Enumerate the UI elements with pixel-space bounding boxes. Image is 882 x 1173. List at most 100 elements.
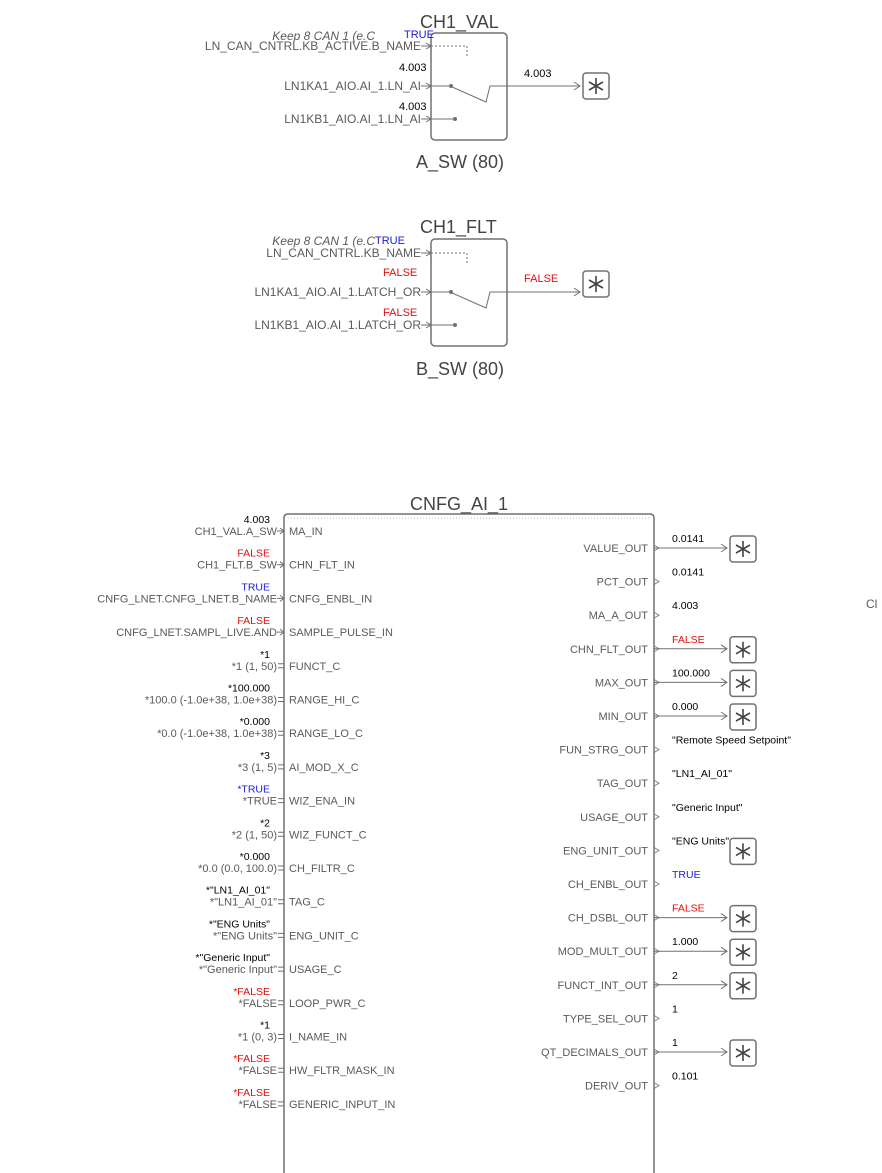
probe-icon[interactable] xyxy=(729,703,757,731)
input-pin-row[interactable]: CH_FILTR_C*0.000*0.0 (0.0, 100.0) xyxy=(198,851,355,875)
const-marker xyxy=(278,663,284,669)
output-port-marker xyxy=(653,746,660,754)
input-source: *"Generic Input" xyxy=(199,964,277,976)
output-pin-row[interactable]: USAGE_OUT"Generic Input" xyxy=(580,802,743,824)
input-pin-row[interactable]: RANGE_LO_C*0.000*0.0 (-1.0e+38, 1.0e+38) xyxy=(157,716,363,740)
output-value: 1.000 xyxy=(672,936,698,948)
output-value: 2 xyxy=(672,970,678,982)
probe-icon[interactable] xyxy=(729,669,757,698)
input-pin-row[interactable]: I_NAME_IN*1*1 (0, 3) xyxy=(238,1020,347,1044)
output-value: FALSE xyxy=(672,634,705,646)
const-marker xyxy=(278,966,284,972)
input-arrow xyxy=(421,288,432,296)
output-pin-row[interactable]: CHN_FLT_OUT FALSE xyxy=(570,634,757,664)
input-pin-label: GENERIC_INPUT_IN xyxy=(289,1099,395,1111)
input-value: TRUE xyxy=(404,29,434,41)
input-source: *"ENG Units" xyxy=(213,930,277,942)
input-label: LN_CAN_CNTRL.KB_ACTIVE.B_NAME xyxy=(205,39,421,53)
const-marker xyxy=(278,764,284,770)
input-value: *"LN1_AI_01" xyxy=(206,885,270,897)
input-pin-row[interactable]: CNFG_ENBL_INTRUECNFG_LNET.CNFG_LNET.B_NA… xyxy=(97,581,372,605)
input-pin-label: FUNCT_C xyxy=(289,661,340,673)
input-pin-row[interactable]: TAG_C*"LN1_AI_01"*"LN1_AI_01" xyxy=(206,885,325,909)
input-source: CH1_VAL.A_SW xyxy=(195,526,278,538)
output-pin-row[interactable]: ENG_UNIT_OUT"ENG Units" xyxy=(563,835,757,866)
input-pin-row[interactable]: ENG_UNIT_C*"ENG Units"*"ENG Units" xyxy=(209,918,359,942)
output-wire xyxy=(654,711,728,721)
probe-icon[interactable] xyxy=(729,636,757,664)
input-arrow xyxy=(421,115,432,123)
ch1-flt-switch-block[interactable]: CH1_FLT B_SW (80) LN_CAN_CNTRL.KB_NAME K… xyxy=(254,217,610,380)
input-source: CH1_FLT.B_SW xyxy=(197,560,277,572)
input-source: *0.0 (-1.0e+38, 1.0e+38) xyxy=(157,728,277,740)
output-pin-row[interactable]: PCT_OUT 0.0141 xyxy=(597,567,705,589)
output-pin-row[interactable]: FUNCT_INT_OUT 2 xyxy=(558,970,757,1000)
block-title: CNFG_AI_1 xyxy=(410,494,508,515)
output-pin-label: CH_ENBL_OUT xyxy=(568,879,648,891)
probe-icon[interactable] xyxy=(729,972,757,1000)
output-value: 1 xyxy=(672,1037,678,1049)
output-value: FALSE xyxy=(672,903,705,915)
input-value: *2 xyxy=(260,817,270,829)
input-pin-label: USAGE_C xyxy=(289,964,342,976)
output-pin-label: CHN_FLT_OUT xyxy=(570,644,648,656)
input-pin-row[interactable]: RANGE_HI_C*100.000*100.0 (-1.0e+38, 1.0e… xyxy=(145,683,359,707)
input-value: *1 xyxy=(260,1020,270,1032)
right-edge-label: Cl xyxy=(866,597,877,611)
input-source: *FALSE xyxy=(238,998,277,1010)
input-pin-row[interactable]: WIZ_FUNCT_C*2*2 (1, 50) xyxy=(232,817,367,841)
probe-icon[interactable] xyxy=(582,72,610,100)
input-value: *3 xyxy=(260,750,270,762)
output-pin-label: FUNCT_INT_OUT xyxy=(558,980,649,992)
probe-icon[interactable] xyxy=(729,938,757,966)
input-pin-row[interactable]: WIZ_ENA_IN*TRUE*TRUE xyxy=(237,784,355,808)
probe-icon[interactable] xyxy=(729,904,757,933)
const-marker xyxy=(278,865,284,871)
input-pin-row[interactable]: HW_FLTR_MASK_IN*FALSE*FALSE xyxy=(233,1053,394,1077)
output-value: 0.0141 xyxy=(672,533,704,545)
probe-icon[interactable] xyxy=(582,270,610,298)
input-value: *FALSE xyxy=(233,986,270,998)
input-pin-row[interactable]: USAGE_C*"Generic Input"*"Generic Input" xyxy=(195,952,341,976)
output-pin-row[interactable]: TAG_OUT"LN1_AI_01" xyxy=(597,768,732,790)
block-body[interactable] xyxy=(283,513,655,1173)
output-pin-row[interactable]: MOD_MULT_OUT 1.000 xyxy=(558,936,757,966)
output-wire xyxy=(507,81,581,91)
input-value: FALSE xyxy=(383,267,417,279)
ch1-val-switch-block[interactable]: CH1_VAL A_SW (80) LN_CAN_CNTRL.KB_ACTIVE… xyxy=(205,12,610,173)
const-marker xyxy=(278,1034,284,1039)
input-pin-row[interactable]: GENERIC_INPUT_IN*FALSE*FALSE xyxy=(233,1087,395,1111)
probe-icon[interactable] xyxy=(729,837,757,866)
block-title: CH1_VAL xyxy=(420,12,499,33)
probe-icon[interactable] xyxy=(729,535,757,563)
output-pin-label: MOD_MULT_OUT xyxy=(558,946,649,958)
output-pin-row[interactable]: FUN_STRG_OUT"Remote Speed Setpoint" xyxy=(559,735,791,757)
input-source: *FALSE xyxy=(238,1065,277,1077)
input-source: CNFG_LNET.CNFG_LNET.B_NAME xyxy=(97,593,277,605)
input-pin-row[interactable]: AI_MOD_X_C*3*3 (1, 5) xyxy=(238,750,359,774)
output-pin-label: PCT_OUT xyxy=(597,577,649,589)
output-value: 0.0141 xyxy=(672,567,704,579)
output-value: 1 xyxy=(672,1003,678,1015)
output-pin-label: MAX_OUT xyxy=(595,677,648,689)
input-pin-row[interactable]: SAMPLE_PULSE_INFALSECNFG_LNET.SAMPL_LIVE… xyxy=(116,615,393,639)
output-wire xyxy=(654,543,728,553)
input-pin-label: I_NAME_IN xyxy=(289,1032,347,1044)
output-value: FALSE xyxy=(524,273,558,285)
input-pin-row[interactable]: FUNCT_C*1*1 (1, 50) xyxy=(232,649,341,673)
probe-icon[interactable] xyxy=(729,1039,757,1067)
input-pin-row[interactable]: LOOP_PWR_C*FALSE*FALSE xyxy=(233,986,365,1010)
output-wire xyxy=(507,287,581,297)
